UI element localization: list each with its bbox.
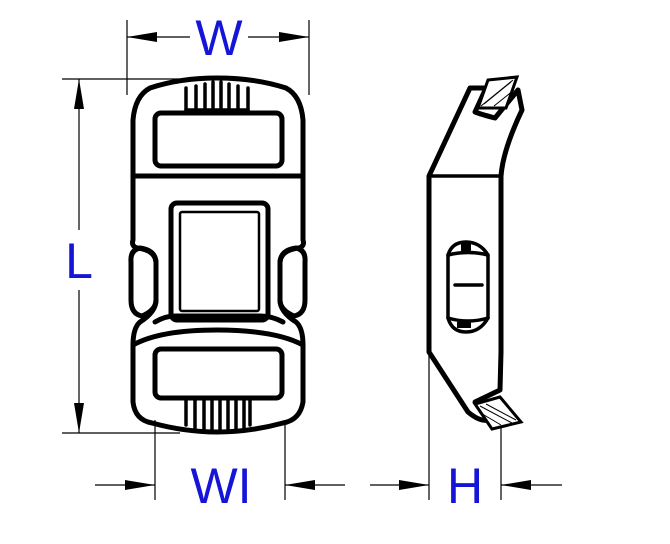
dimension-label-wi: WI (190, 458, 251, 514)
dimension-wi: WI (95, 420, 345, 514)
left-side-tab (128, 245, 159, 319)
top-strap-slot (152, 110, 285, 169)
right-side-tab (277, 245, 308, 319)
side-center-plug (446, 240, 490, 334)
buckle-front-view (128, 75, 308, 435)
front-outline (130, 75, 306, 435)
dimension-label-h: H (447, 458, 483, 514)
side-bottom-cap (472, 395, 524, 431)
dimension-l: L (62, 78, 215, 434)
dimension-h: H (370, 178, 562, 514)
center-window-inner (178, 210, 261, 313)
bottom-grip-ribs (184, 396, 252, 433)
side-top-cap (475, 75, 520, 110)
buckle-side-view (426, 75, 525, 431)
dimension-label-w: W (195, 10, 243, 66)
dimension-w: W (126, 10, 310, 95)
dimension-label-l: L (65, 233, 93, 289)
top-grip-ribs (184, 80, 252, 112)
side-outline (426, 85, 525, 423)
center-window-outer (168, 200, 271, 323)
bottom-strap-slot (152, 346, 285, 401)
